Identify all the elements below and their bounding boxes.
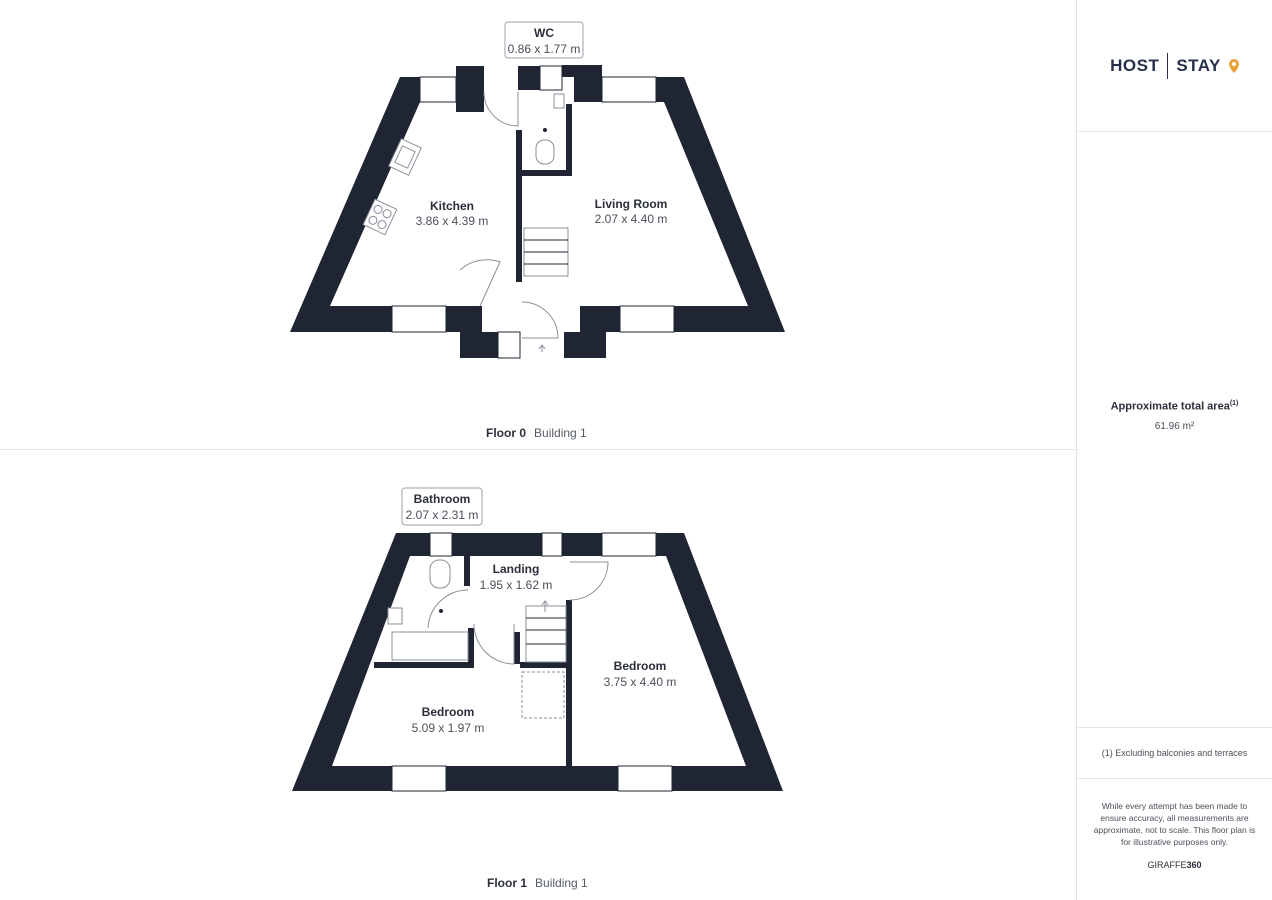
- living-room-name: Living Room: [595, 197, 668, 211]
- internal-wall: [516, 130, 522, 282]
- floor-1-label: Floor 1: [487, 876, 528, 890]
- internal-wall: [566, 600, 572, 768]
- staircase: [523, 227, 569, 277]
- floor-plan-drawing: WC 0.86 x 1.77 m Kitchen 3.86 x 4.39 m L…: [290, 21, 785, 792]
- window: [497, 331, 521, 359]
- floor-1-building: Building 1: [535, 876, 588, 890]
- floor-1-plan: Bathroom 2.07 x 2.31 m Landing 1.95 x 1.…: [292, 487, 783, 792]
- logo-host: HOST: [1110, 55, 1160, 75]
- kitchen-dims: 3.86 x 4.39 m: [416, 214, 489, 228]
- door-swing: [473, 623, 515, 665]
- window: [541, 532, 563, 557]
- floor-plan-area: [1076, 0, 1077, 900]
- light-point: [439, 609, 443, 613]
- disclaimer: While every attempt has been made to ens…: [1093, 801, 1256, 847]
- internal-wall: [516, 170, 572, 176]
- basin: [553, 93, 565, 109]
- area-title: Approximate total area(1): [1110, 400, 1239, 413]
- light-point: [543, 128, 547, 132]
- sink: [388, 138, 422, 176]
- hob: [362, 198, 398, 236]
- window: [619, 305, 675, 333]
- outer-wall-top: [562, 533, 602, 556]
- storage: [521, 671, 565, 719]
- floor-0-plan: WC 0.86 x 1.77 m Kitchen 3.86 x 4.39 m L…: [290, 21, 785, 359]
- chimney-block: [456, 66, 484, 112]
- floor-0-caption: Floor 0 Building 1: [486, 426, 587, 440]
- window: [601, 532, 657, 557]
- door-swing: [459, 259, 501, 307]
- floor-1-caption: Floor 1 Building 1: [487, 876, 588, 890]
- entry-wall-right: [564, 306, 620, 358]
- bedroom-left-outer-wall: [292, 533, 430, 791]
- toilet: [429, 559, 451, 589]
- logo-separator: [1167, 52, 1169, 79]
- window: [601, 76, 657, 103]
- toilet: [535, 139, 555, 165]
- door-swing: [521, 301, 559, 339]
- bedroom-right-outer-wall: [656, 533, 783, 791]
- living-outer-wall: [562, 65, 602, 102]
- bathroom-dims: 2.07 x 2.31 m: [406, 508, 479, 522]
- bathroom-tag: Bathroom 2.07 x 2.31 m: [401, 487, 483, 526]
- internal-wall: [468, 628, 474, 668]
- window: [617, 765, 673, 792]
- bathtub: [391, 631, 469, 661]
- location-pin-icon: [1228, 58, 1239, 73]
- wc-dims: 0.86 x 1.77 m: [508, 42, 581, 56]
- internal-wall: [374, 662, 474, 668]
- area-footnote: (1) Excluding balconies and terraces: [1077, 727, 1272, 779]
- stair-arrow: [541, 600, 549, 612]
- window: [539, 65, 563, 91]
- bedroom-right-dims: 3.75 x 4.40 m: [604, 675, 677, 689]
- chimney-block: [518, 66, 540, 90]
- entry-wall-left: [446, 306, 498, 358]
- bedroom-left-dims: 5.09 x 1.97 m: [412, 721, 485, 735]
- basin: [387, 607, 403, 625]
- outer-wall-bottom: [446, 766, 618, 791]
- entry-arrow: [538, 344, 546, 352]
- landing-dims: 1.95 x 1.62 m: [480, 578, 553, 592]
- door-swing: [569, 561, 609, 601]
- window: [391, 305, 447, 333]
- wc-name: WC: [534, 26, 554, 40]
- floor-divider: [0, 449, 1076, 450]
- floor-0-label: Floor 0: [486, 426, 527, 440]
- total-area: Approximate total area(1) 61.96 m²: [1077, 400, 1272, 432]
- internal-wall: [514, 632, 520, 664]
- outer-wall-top: [452, 533, 542, 556]
- door-swing: [427, 589, 469, 629]
- logo-stay: STAY: [1176, 55, 1221, 75]
- internal-wall: [520, 662, 568, 668]
- wc-tag: WC 0.86 x 1.77 m: [504, 21, 584, 59]
- floor-0-building: Building 1: [534, 426, 587, 440]
- window: [429, 532, 453, 557]
- living-room-dims: 2.07 x 4.40 m: [595, 212, 668, 226]
- internal-wall: [566, 104, 572, 176]
- info-sidebar: HOST STAY Approximate total area(1) 61.9…: [1077, 0, 1272, 900]
- kitchen-name: Kitchen: [430, 199, 474, 213]
- door-swing: [483, 91, 519, 127]
- bathroom-name: Bathroom: [414, 492, 471, 506]
- bedroom-left-name: Bedroom: [422, 705, 475, 719]
- area-value: 61.96 m²: [1154, 420, 1195, 432]
- bedroom-right-name: Bedroom: [614, 659, 667, 673]
- window: [391, 765, 447, 792]
- giraffe360-brand: GIRAFFE360: [1147, 860, 1202, 870]
- hoststay-logo: HOST STAY: [1077, 0, 1272, 132]
- landing-name: Landing: [493, 562, 540, 576]
- internal-wall: [464, 556, 470, 586]
- living-right-wall: [656, 77, 785, 332]
- staircase: [525, 605, 567, 663]
- window: [419, 76, 457, 103]
